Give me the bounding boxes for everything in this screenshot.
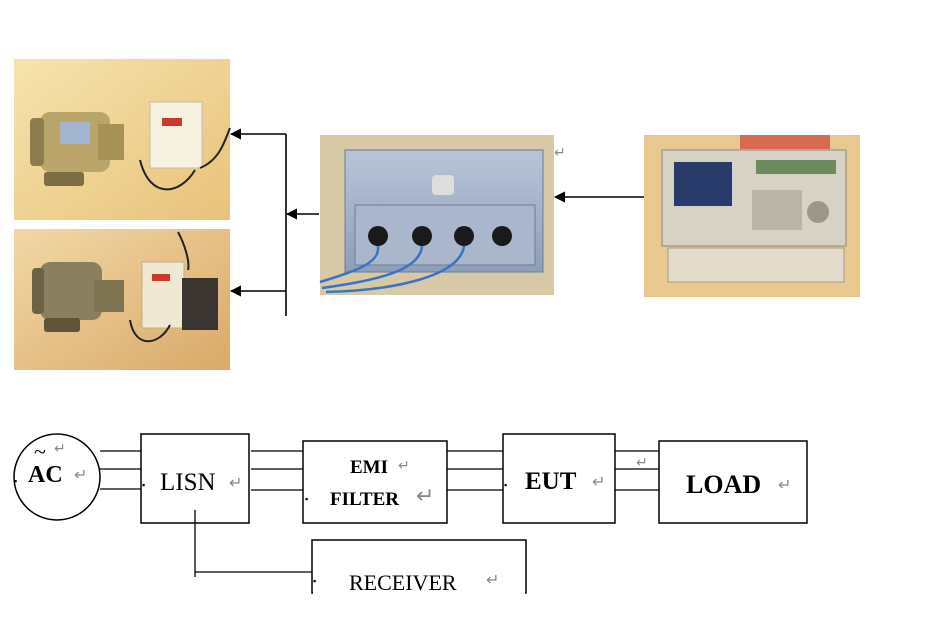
drive-icon	[141, 261, 185, 329]
eut-label: EUT	[525, 468, 577, 495]
knob-icon	[807, 201, 829, 223]
bullet: ▪	[313, 576, 316, 586]
photo-receiver-unit	[644, 135, 860, 297]
wires-filter-eut	[447, 450, 503, 491]
emi-filter-label-line2: FILTER	[330, 489, 399, 510]
wire-lisn-receiver	[194, 510, 312, 577]
lisn-block: LISN ↵ ▪	[140, 433, 250, 524]
photo-motor-drive-filter	[14, 229, 230, 370]
ac-label: AC	[28, 462, 63, 488]
bullet: ▪	[305, 494, 308, 504]
bullet: ▪	[504, 480, 507, 490]
bullet: ▪	[14, 476, 17, 486]
wires-eut-load: ↵	[615, 450, 659, 491]
paragraph-mark: ↵	[636, 454, 648, 470]
load-label: LOAD	[686, 470, 761, 499]
paragraph-mark: ↵	[74, 467, 87, 484]
paragraph-mark: ↵	[486, 572, 499, 589]
lisn-label: LISN	[160, 469, 216, 496]
load-block: LOAD ↵	[658, 440, 808, 524]
photo-motor-drive	[14, 59, 231, 220]
paragraph-mark: ↵	[554, 144, 566, 160]
wires-lisn-filter	[251, 450, 303, 491]
paragraph-mark: ↵	[592, 474, 605, 491]
drive-icon	[149, 101, 203, 169]
eut-block: EUT ↵ ▪	[502, 433, 616, 524]
connector-icon	[492, 226, 512, 246]
ac-tilde: ~	[34, 439, 46, 464]
connector-icon	[368, 226, 388, 246]
paragraph-mark: ↵	[398, 457, 410, 473]
bullet: ▪	[142, 480, 145, 490]
paragraph-mark: ↵	[416, 483, 434, 508]
emi-filter-block: EMI ↵ FILTER ↵ ▪	[302, 440, 448, 524]
receiver-block: RECEIVER ↵ ▪	[311, 539, 527, 595]
paragraph-mark: ↵	[778, 477, 791, 494]
receiver-label: RECEIVER	[349, 570, 457, 595]
ac-source-block: ~ ↵ AC ↵ ▪	[13, 433, 101, 521]
paragraph-mark: ↵	[229, 475, 242, 492]
emi-filter-label-line1: EMI	[350, 457, 388, 478]
keyboard-icon	[667, 247, 845, 283]
paragraph-mark: ↵	[54, 440, 66, 456]
upper-connections: ↵	[229, 128, 644, 316]
connector-icon	[454, 226, 474, 246]
connector-icon	[412, 226, 432, 246]
wires-ac-lisn	[100, 450, 141, 490]
filter-icon	[182, 278, 218, 330]
photo-lisn-unit	[319, 135, 554, 295]
motor-icon	[40, 262, 102, 320]
